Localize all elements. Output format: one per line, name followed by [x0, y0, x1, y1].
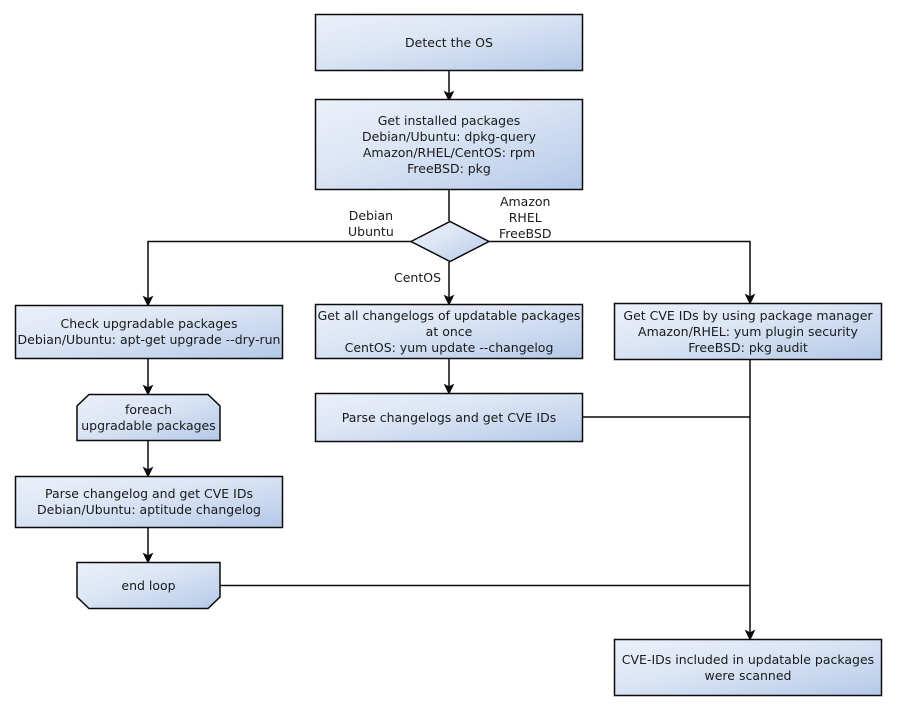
- shape-end-loop[interactable]: [76, 561, 221, 610]
- shape-get-cve-ids-pkgmgr[interactable]: [613, 302, 883, 361]
- shape-parse-changelog-deb[interactable]: [14, 475, 284, 529]
- node-shape-layer: [14, 13, 883, 697]
- shape-get-installed-packages[interactable]: [314, 98, 584, 191]
- connector-layer: [142, 71, 756, 641]
- shape-scan-complete[interactable]: [613, 638, 883, 697]
- shape-detect-os[interactable]: [314, 13, 584, 72]
- edge-decision-to-get-cve-ids: [489, 240, 756, 305]
- edge-label-amazon-rhel-freebsd: Amazon RHEL FreeBSD: [499, 194, 552, 241]
- edge-label-centos: CentOS: [394, 270, 442, 285]
- shape-os-decision-diamond[interactable]: [409, 220, 491, 263]
- shape-get-all-changelogs[interactable]: [314, 303, 584, 360]
- shape-foreach-loop[interactable]: [76, 393, 221, 442]
- shape-parse-changelogs-centos[interactable]: [314, 392, 584, 443]
- edge-label-debian-ubuntu: Debian Ubuntu: [348, 208, 394, 239]
- edge-decision-to-check-upgradable: [142, 240, 411, 307]
- shape-check-upgradable[interactable]: [14, 304, 284, 360]
